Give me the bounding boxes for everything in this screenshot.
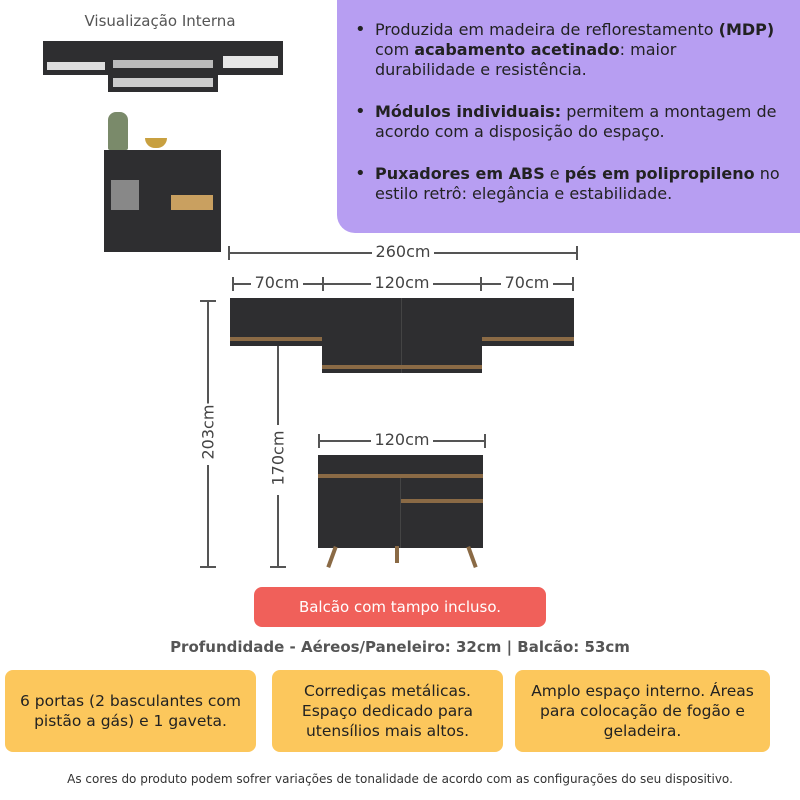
- total-height-label: 203cm: [198, 403, 218, 464]
- upper-height-label: 170cm: [268, 429, 288, 490]
- disclaimer: As cores do produto podem sofrer variaçõ…: [67, 772, 733, 786]
- bullet-icon: •: [355, 163, 366, 184]
- center-width-label: 120cm: [370, 273, 434, 292]
- feature-box-slides: Corrediças metálicas. Espaço dedicado pa…: [272, 670, 503, 752]
- depth-info: Profundidade - Aéreos/Paneleiro: 32cm | …: [170, 638, 630, 656]
- base-width-label: 120cm: [370, 430, 434, 449]
- feature-box-doors: 6 portas (2 basculantes com pistão a gás…: [5, 670, 256, 752]
- feature-text: Puxadores em ABS e pés em polipropileno …: [375, 164, 780, 204]
- feature-item: • Puxadores em ABS e pés em polipropileno…: [355, 164, 780, 204]
- feature-text-part: e: [544, 164, 565, 183]
- feature-text: Produzida em madeira de reflorestamento …: [375, 20, 780, 80]
- feature-text-part: no estilo retrô: elegância e estabilidad…: [375, 164, 780, 203]
- feature-item: • Produzida em madeira de reflorestamento…: [355, 20, 780, 80]
- bullet-icon: •: [355, 19, 366, 40]
- notice-banner: Balcão com tampo incluso.: [254, 587, 546, 627]
- internal-view-image: [43, 40, 283, 252]
- feature-text-part: com: [375, 40, 415, 59]
- upper-cabinet-right: [482, 298, 574, 346]
- right-width-label: 70cm: [500, 273, 554, 292]
- feature-text-part: : maior durabilidade e resistência.: [375, 40, 677, 79]
- base-cabinet: [318, 455, 483, 548]
- feature-text-part: pés em polipropileno: [564, 164, 755, 183]
- feature-text-part: acabamento acetinado: [414, 40, 620, 59]
- upper-cabinet-left: [230, 298, 322, 346]
- bullet-icon: •: [355, 101, 366, 122]
- preview-title: Visualização Interna: [84, 12, 236, 30]
- upper-cabinet-center: [322, 298, 482, 373]
- feature-text-part: Puxadores em ABS: [375, 164, 545, 183]
- features-panel: • Produzida em madeira de reflorestamento…: [337, 0, 800, 233]
- feature-text: Módulos individuais: permitem a montagem…: [375, 102, 780, 142]
- feature-text-part: permitem a montagem de acordo com a disp…: [375, 102, 777, 141]
- feature-item: • Módulos individuais: permitem a montage…: [355, 102, 780, 142]
- feature-box-space: Amplo espaço interno. Áreas para colocaç…: [515, 670, 770, 752]
- feature-text-part: (MDP): [718, 20, 775, 39]
- left-width-label: 70cm: [250, 273, 304, 292]
- total-width-label: 260cm: [371, 242, 435, 261]
- feature-text-part: Produzida em madeira de reflorestamento: [375, 20, 719, 39]
- feature-text-part: Módulos individuais:: [375, 102, 562, 121]
